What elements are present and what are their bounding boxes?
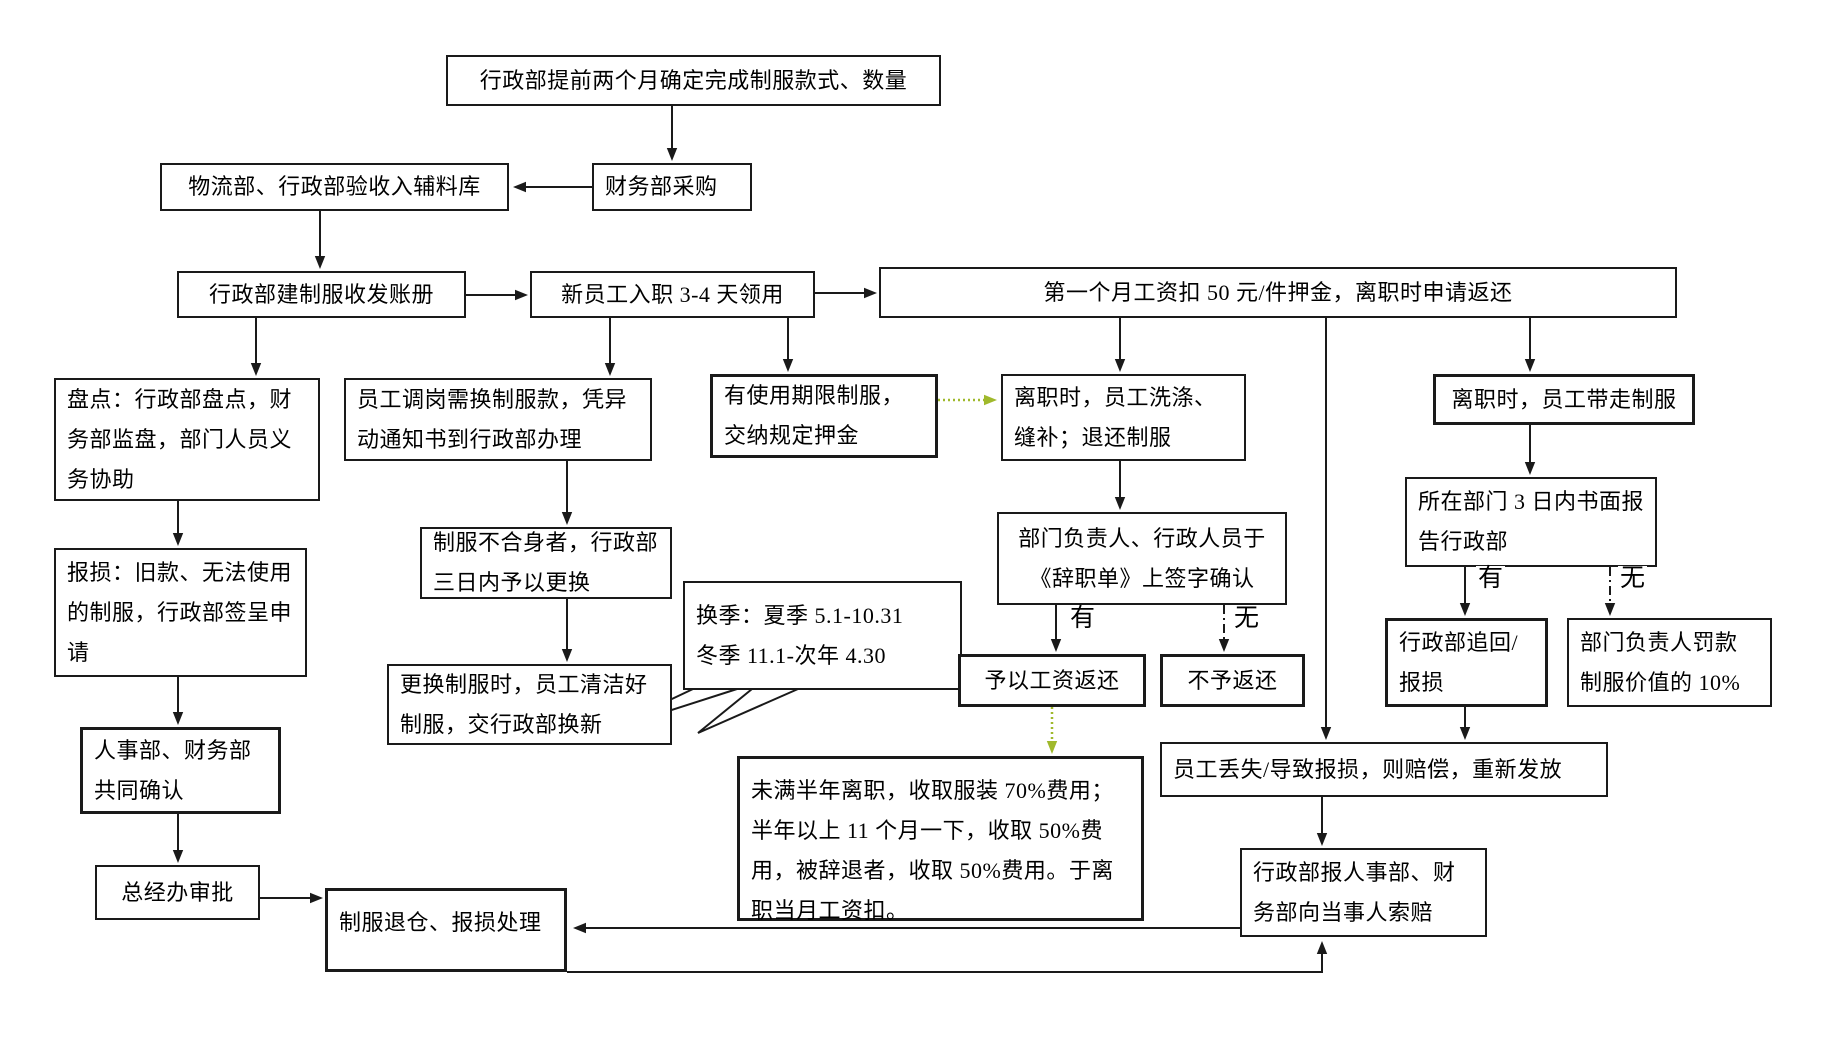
- flow-node-lost-compensate-reissue: 员工丢失/导致报损，则赔偿，重新发放: [1160, 742, 1608, 797]
- flow-node-no-refund: 不予返还: [1160, 654, 1305, 707]
- flow-node-label-gm-office-approve: 总经办审批: [121, 879, 234, 905]
- flow-node-label-finance-purchase: 财务部采购: [605, 174, 718, 199]
- flow-node-determine-style-quantity: 行政部提前两个月确定完成制服款式、数量: [446, 55, 941, 106]
- flow-node-leave-fee-rules: 未满半年离职，收取服装 70%费用；半年以上 11 个月一下，收取 50%费用，…: [737, 756, 1144, 923]
- flow-node-label-admin-recover: 行政部追回/报损: [1399, 629, 1519, 695]
- flow-node-resign-wash-return: 离职时，员工洗涤、缝补；退还制服: [1001, 374, 1246, 461]
- flow-node-transfer-change-uniform: 员工调岗需换制服款，凭异动通知书到行政部办理: [344, 378, 652, 461]
- edge-label-yes-dept-report: 有: [1476, 565, 1506, 592]
- flow-node-exchange-clean-uniform: 更换制服时，员工清洁好制服，交行政部换新: [387, 664, 672, 745]
- flow-node-label-hr-finance-confirm: 人事部、财务部共同确认: [94, 737, 252, 803]
- flow-node-manager-fine-10pct: 部门负责人罚款制服价值的 10%: [1567, 618, 1772, 707]
- flow-node-salary-deposit-deduction: 第一个月工资扣 50 元/件押金，离职时申请返还: [879, 267, 1677, 318]
- flow-node-label-unfit-exchange: 制服不合身者，行政部三日内予以更换: [433, 530, 659, 595]
- flow-node-dept-report-3days: 所在部门 3 日内书面报告行政部: [1405, 477, 1657, 567]
- flow-node-label-create-uniform-ledger: 行政部建制服收发账册: [208, 281, 434, 307]
- flow-node-create-uniform-ledger: 行政部建制服收发账册: [177, 271, 466, 318]
- flow-node-label-manager-fine-10pct: 部门负责人罚款制服价值的 10%: [1580, 629, 1741, 695]
- flow-node-refund-with-salary: 予以工资返还: [958, 654, 1146, 707]
- flow-node-label-resign-wash-return: 离职时，员工洗涤、缝补；退还制服: [1014, 384, 1217, 450]
- flow-node-new-employee-receive: 新员工入职 3-4 天领用: [530, 271, 815, 318]
- flow-node-label-salary-deposit-deduction: 第一个月工资扣 50 元/件押金，离职时申请返还: [1043, 279, 1513, 305]
- flow-node-label-transfer-change-uniform: 员工调岗需换制服款，凭异动通知书到行政部办理: [357, 386, 628, 452]
- flow-node-gm-office-approve: 总经办审批: [95, 865, 260, 920]
- flow-node-label-inspect-into-warehouse: 物流部、行政部验收入辅料库: [188, 174, 481, 199]
- flow-node-label-no-refund: 不予返还: [1187, 667, 1278, 693]
- flow-node-label-resignation-form-sign: 部门负责人、行政人员于《辞职单》上签字确认: [1018, 525, 1266, 591]
- flow-node-label-admin-claim-compensation: 行政部报人事部、财务部向当事人索赔: [1253, 859, 1456, 925]
- flow-node-label-damage-report: 报损：旧款、无法使用的制服，行政部签呈申请: [67, 559, 293, 665]
- edge-label-no-salary-refund: 无: [1232, 605, 1262, 632]
- flow-node-admin-claim-compensation: 行政部报人事部、财务部向当事人索赔: [1240, 848, 1487, 937]
- edge-label-yes-salary-refund: 有: [1068, 605, 1098, 632]
- flow-node-season-change-callout: 换季：夏季 5.1-10.31 冬季 11.1-次年 4.30: [683, 581, 962, 690]
- flow-node-hr-finance-confirm: 人事部、财务部共同确认: [80, 727, 281, 814]
- flow-node-inspect-into-warehouse: 物流部、行政部验收入辅料库: [160, 163, 509, 211]
- flow-node-label-new-employee-receive: 新员工入职 3-4 天领用: [561, 281, 784, 307]
- flow-node-label-limited-term-deposit: 有使用期限制服，交纳规定押金: [724, 383, 905, 448]
- flow-node-finance-purchase: 财务部采购: [592, 163, 752, 211]
- flow-node-label-season-change-callout: 换季：夏季 5.1-10.31 冬季 11.1-次年 4.30: [696, 602, 904, 668]
- flow-node-label-leave-fee-rules: 未满半年离职，收取服装 70%费用；半年以上 11 个月一下，收取 50%费用，…: [751, 778, 1114, 923]
- flow-node-unfit-exchange: 制服不合身者，行政部三日内予以更换: [420, 527, 672, 599]
- flow-node-label-uniform-return-warehouse: 制服退仓、报损处理: [339, 910, 542, 935]
- flow-node-label-exchange-clean-uniform: 更换制服时，员工清洁好制服，交行政部换新: [400, 671, 648, 737]
- flow-node-resignation-form-sign: 部门负责人、行政人员于《辞职单》上签字确认: [997, 512, 1287, 605]
- flow-node-label-lost-compensate-reissue: 员工丢失/导致报损，则赔偿，重新发放: [1173, 756, 1563, 782]
- flow-node-label-refund-with-salary: 予以工资返还: [984, 667, 1120, 693]
- flow-node-uniform-return-warehouse: 制服退仓、报损处理: [325, 888, 567, 972]
- flow-node-label-dept-report-3days: 所在部门 3 日内书面报告行政部: [1418, 489, 1645, 554]
- flow-node-admin-recover: 行政部追回/报损: [1385, 618, 1548, 707]
- flow-node-inventory-check: 盘点：行政部盘点，财务部监盘，部门人员义务协助: [54, 378, 320, 501]
- flow-node-label-inventory-check: 盘点：行政部盘点，财务部监盘，部门人员义务协助: [67, 386, 293, 492]
- flow-node-label-resign-take-uniform: 离职时，员工带走制服: [1451, 386, 1677, 412]
- edge-label-no-dept-report: 无: [1618, 565, 1648, 592]
- flow-node-limited-term-deposit: 有使用期限制服，交纳规定押金: [710, 374, 938, 458]
- flow-node-damage-report: 报损：旧款、无法使用的制服，行政部签呈申请: [54, 548, 307, 677]
- flow-node-label-determine-style-quantity: 行政部提前两个月确定完成制服款式、数量: [479, 67, 908, 93]
- flow-node-resign-take-uniform: 离职时，员工带走制服: [1433, 374, 1695, 425]
